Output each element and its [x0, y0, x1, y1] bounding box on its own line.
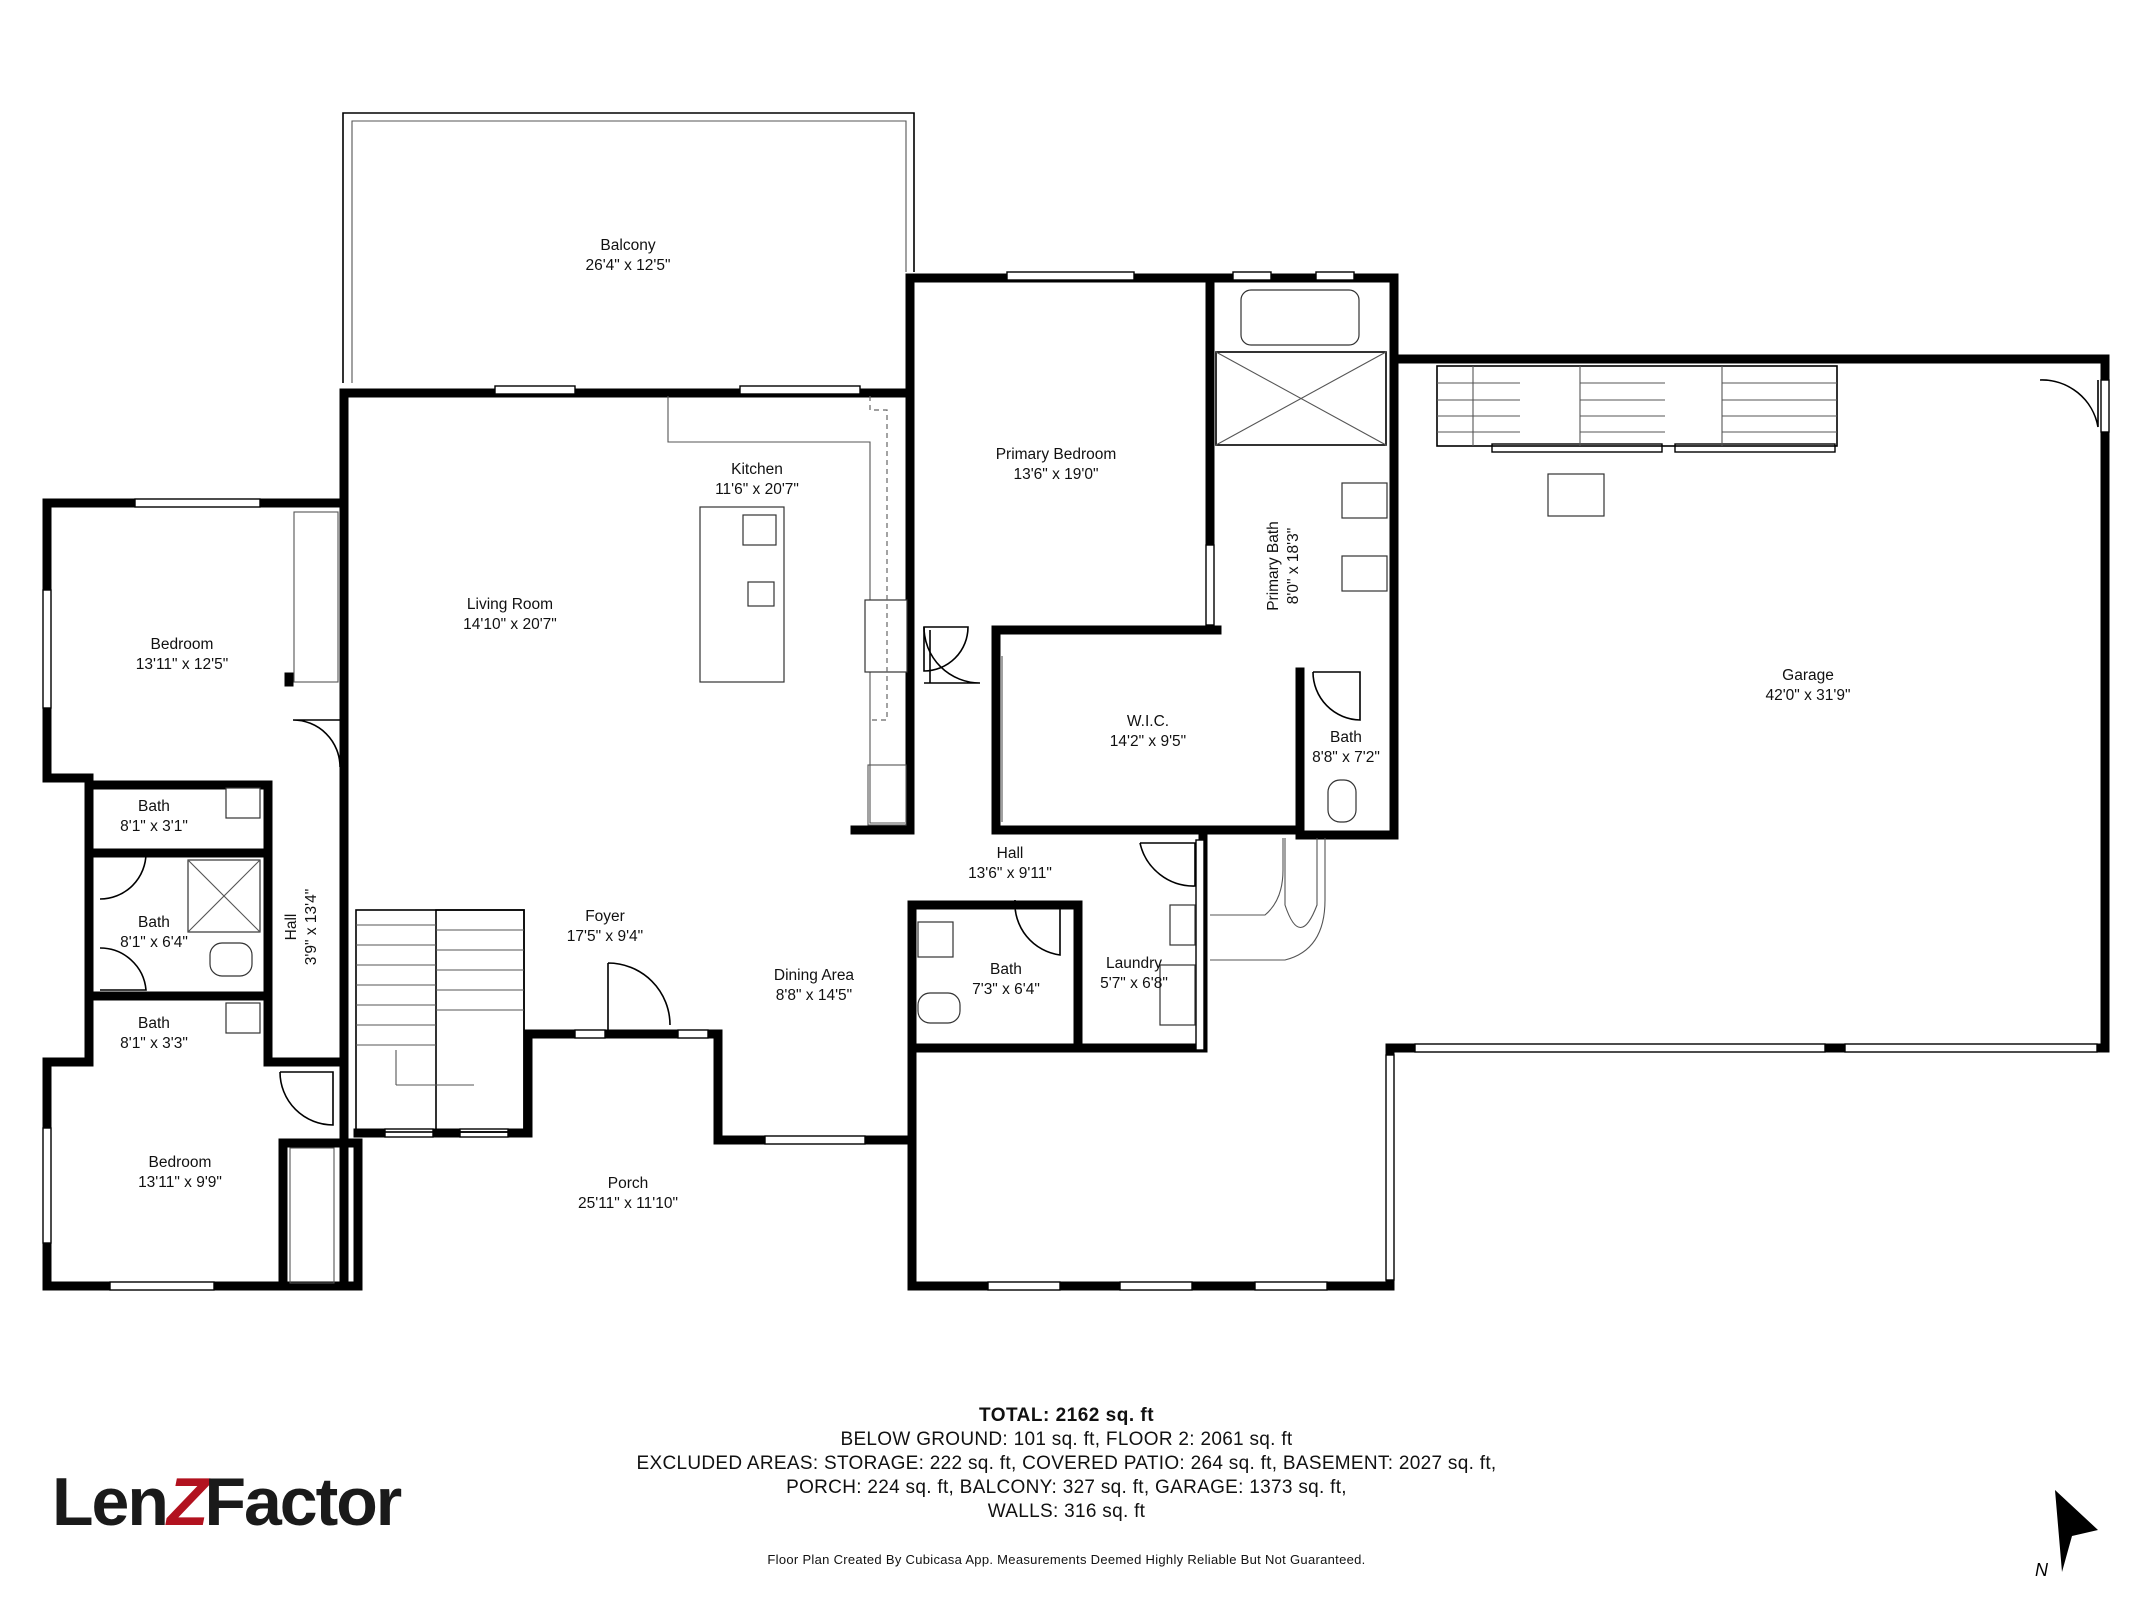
toilet-icon	[1327, 779, 1357, 823]
room-name-dining-area: Dining Area	[774, 967, 855, 984]
walls	[42, 273, 2110, 1291]
disclaimer: Floor Plan Created By Cubicasa App. Meas…	[767, 1552, 1366, 1567]
dryer-vent	[1284, 838, 1318, 928]
room-name-primary-bedroom: Primary Bedroom	[996, 446, 1117, 463]
room-dims-hall-side: 3'9" x 13'4"	[303, 889, 320, 965]
compass-label: N	[2035, 1560, 2049, 1580]
room-name-porch: Porch	[608, 1175, 649, 1192]
room-name-primary-bath: Primary Bath	[1265, 521, 1282, 611]
toilet-icon	[209, 942, 253, 977]
area-summary: TOTAL: 2162 sq. ft BELOW GROUND: 101 sq.…	[0, 1405, 2133, 1524]
room-name-bedroom-1: Bedroom	[151, 636, 214, 653]
room-name-balcony: Balcony	[600, 237, 655, 254]
area-line-1: BELOW GROUND: 101 sq. ft, FLOOR 2: 2061 …	[840, 1429, 1293, 1450]
room-name-garage: Garage	[1782, 667, 1834, 684]
room-dims-bath-1: 8'1" x 3'1"	[120, 818, 188, 835]
bathtub-icon	[1240, 289, 1360, 346]
logo-part-3: Factor	[204, 1464, 402, 1540]
room-dims-bath-3: 7'3" x 6'4"	[972, 981, 1040, 998]
room-dims-porch: 25'11" x 11'10"	[578, 1195, 678, 1212]
kitchen-sink-icon	[747, 581, 775, 607]
room-dims-bedroom-1: 13'11" x 12'5"	[136, 656, 228, 673]
door-bedroom	[292, 719, 341, 768]
room-name-hall-main: Hall	[997, 845, 1024, 862]
sink-icon	[225, 1002, 261, 1034]
room-name-bath-3: Bath	[990, 961, 1022, 978]
room-name-bedroom-2: Bedroom	[149, 1154, 212, 1171]
room-dims-wic: 14'2" x 9'5"	[1110, 733, 1186, 750]
room-dims-hall-main: 13'6" x 9'11"	[968, 865, 1052, 882]
total-area: TOTAL: 2162 sq. ft	[978, 1405, 1155, 1426]
room-name-laundry: Laundry	[1106, 955, 1162, 972]
laundry-duct	[1159, 838, 1326, 1026]
area-line-4: WALLS: 316 sq. ft	[987, 1501, 1146, 1522]
logo-part-2: Z	[166, 1464, 208, 1540]
sink-icon	[1341, 482, 1388, 519]
room-dims-primary-bedroom: 13'6" x 19'0"	[1013, 466, 1098, 483]
room-name-wic: W.I.C.	[1127, 713, 1169, 730]
room-dims-kitchen: 11'6" x 20'7"	[715, 481, 799, 498]
room-name-bath-wc: Bath	[1330, 729, 1362, 746]
stairs-foyer	[355, 909, 525, 1133]
area-line-3: PORCH: 224 sq. ft, BALCONY: 327 sq. ft, …	[786, 1477, 1347, 1498]
windows	[42, 271, 2110, 1291]
room-dims-bath-2: 8'1" x 6'4"	[120, 934, 188, 951]
room-name-living-room: Living Room	[467, 596, 553, 613]
room-dims-bath-wc: 8'8" x 7'2"	[1312, 749, 1380, 766]
kitchen-counters	[667, 396, 908, 826]
toilet-icon	[917, 992, 961, 1024]
room-dims-balcony: 26'4" x 12'5"	[585, 257, 670, 274]
room-dims-dining-area: 8'8" x 14'5"	[776, 987, 852, 1004]
bath-fixtures	[187, 289, 1605, 1034]
room-name-hall-side: Hall	[283, 914, 300, 941]
logo-part-1: Len	[52, 1464, 169, 1540]
room-dims-bedroom-2: 13'11" x 9'9"	[138, 1174, 222, 1191]
room-dims-foyer: 17'5" x 9'4"	[567, 928, 643, 945]
area-line-2: EXCLUDED AREAS: STORAGE: 222 sq. ft, COV…	[636, 1453, 1497, 1474]
closet-shelves	[289, 511, 1003, 1284]
doors	[99, 379, 2099, 1126]
room-name-bath-2: Bath	[138, 914, 170, 931]
room-dims-laundry: 5'7" x 6'8"	[1100, 975, 1168, 992]
room-labels: Balcony 26'4" x 12'5" Kitchen 11'6" x 20…	[120, 237, 1850, 1212]
room-name-bath-1: Bath	[138, 798, 170, 815]
room-dims-primary-bath: 8'0" x 18'3"	[1285, 528, 1302, 604]
room-dims-garage: 42'0" x 31'9"	[1765, 687, 1850, 704]
room-name-kitchen: Kitchen	[731, 461, 783, 478]
room-name-foyer: Foyer	[585, 908, 625, 925]
sink-icon	[225, 787, 261, 819]
stove-icon	[864, 599, 908, 673]
sink-icon	[1341, 555, 1388, 592]
storage-box	[1547, 473, 1605, 517]
sink-icon	[917, 921, 954, 958]
room-dims-living-room: 14'10" x 20'7"	[463, 616, 557, 633]
north-arrow-icon: N	[2035, 1490, 2098, 1580]
lenzfactor-logo: LenZFactor	[52, 1468, 402, 1536]
balcony-outline	[342, 112, 915, 383]
room-name-bath-4: Bath	[138, 1015, 170, 1032]
room-dims-bath-4: 8'1" x 3'3"	[120, 1035, 188, 1052]
stairs-garage	[1436, 365, 1838, 447]
